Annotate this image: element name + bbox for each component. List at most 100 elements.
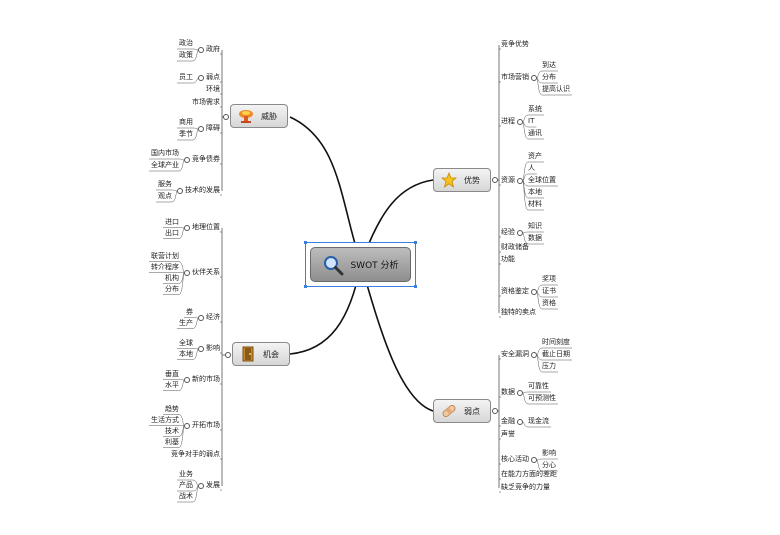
- weaknesses-category[interactable]: 数据: [501, 388, 515, 396]
- weaknesses-category[interactable]: 金融: [501, 417, 515, 425]
- opportunities-leaf[interactable]: 本地: [179, 349, 193, 358]
- opportunities-leaf[interactable]: 出口: [165, 228, 179, 237]
- strengths-leaf[interactable]: 资格: [542, 299, 556, 307]
- opportunities-leaf[interactable]: 进口: [165, 217, 179, 226]
- opportunities-leaf[interactable]: 技术: [165, 426, 179, 435]
- opportunities-category[interactable]: 新的市场: [192, 375, 220, 383]
- threats-leaf[interactable]: 观点: [158, 192, 172, 200]
- opportunities-leaf[interactable]: 生活方式: [151, 415, 179, 424]
- weaknesses-category-toggle[interactable]: [517, 390, 523, 396]
- weaknesses-category[interactable]: 安全漏洞: [501, 350, 529, 358]
- opportunities-leaf[interactable]: 券: [186, 307, 193, 316]
- opportunities-category[interactable]: 竞争对手的弱点: [171, 450, 220, 458]
- strengths-category[interactable]: 资格鉴定: [501, 287, 529, 295]
- opportunities-category-toggle[interactable]: [198, 483, 204, 489]
- strengths-category-toggle[interactable]: [517, 178, 523, 184]
- opportunities-category-toggle[interactable]: [198, 315, 204, 321]
- branch-weaknesses[interactable]: 弱点: [433, 399, 491, 423]
- opportunities-leaf[interactable]: 分布: [165, 284, 179, 293]
- weaknesses-leaf[interactable]: 时间刻度: [542, 338, 570, 346]
- strengths-leaf[interactable]: 到达: [542, 61, 556, 69]
- threats-category[interactable]: 政府: [206, 45, 220, 53]
- weaknesses-leaf[interactable]: 截止日期: [542, 350, 570, 358]
- weaknesses-leaf[interactable]: 可靠性: [528, 382, 549, 390]
- opportunities-leaf[interactable]: 全球: [179, 338, 193, 347]
- weaknesses-category-toggle[interactable]: [531, 457, 537, 463]
- branch-strengths[interactable]: 优势: [433, 168, 491, 192]
- opportunities-category-toggle[interactable]: [198, 346, 204, 352]
- opportunities-category[interactable]: 经济: [206, 313, 220, 321]
- threats-category-toggle[interactable]: [198, 126, 204, 132]
- weaknesses-category[interactable]: 声誉: [501, 430, 515, 438]
- threats-leaf[interactable]: 服务: [158, 180, 172, 188]
- strengths-leaf[interactable]: 人: [528, 164, 535, 172]
- strengths-leaf[interactable]: 奖项: [542, 275, 556, 283]
- threats-category[interactable]: 技术的发展: [185, 186, 220, 194]
- opportunities-leaf[interactable]: 趋势: [165, 404, 179, 413]
- central-topic-box[interactable]: SWOT 分析: [310, 247, 411, 282]
- threats-category-toggle[interactable]: [177, 188, 183, 194]
- central-topic[interactable]: SWOT 分析: [304, 241, 417, 288]
- selection-handle[interactable]: [304, 241, 307, 244]
- opportunities-leaf[interactable]: 产品: [179, 481, 193, 489]
- threats-leaf[interactable]: 全球产业: [151, 161, 179, 169]
- opportunities-leaf[interactable]: 转介程序: [151, 262, 179, 271]
- strengths-leaf[interactable]: IT: [528, 117, 535, 125]
- opportunities-category[interactable]: 开拓市场: [192, 421, 220, 429]
- strengths-category[interactable]: 市场营销: [501, 73, 529, 81]
- selection-handle[interactable]: [304, 285, 307, 288]
- threats-category[interactable]: 市场需求: [192, 98, 220, 106]
- selection-handle[interactable]: [414, 285, 417, 288]
- opportunities-category-toggle[interactable]: [184, 377, 190, 383]
- threats-category-toggle[interactable]: [198, 47, 204, 53]
- strengths-category-toggle[interactable]: [517, 119, 523, 125]
- threats-leaf[interactable]: 政治: [179, 39, 193, 47]
- branch-opportunities-toggle[interactable]: [225, 352, 231, 358]
- weaknesses-category[interactable]: 在能力方面的差距: [501, 470, 557, 478]
- branch-strengths-toggle[interactable]: [492, 177, 498, 183]
- strengths-category[interactable]: 财政储备: [501, 243, 529, 251]
- threats-category[interactable]: 竞争债券: [192, 155, 220, 163]
- threats-leaf[interactable]: 政策: [179, 51, 193, 59]
- strengths-leaf[interactable]: 材料: [528, 200, 542, 208]
- branch-threats-toggle[interactable]: [223, 114, 229, 120]
- opportunities-leaf[interactable]: 生产: [179, 318, 193, 327]
- opportunities-category-toggle[interactable]: [184, 423, 190, 429]
- branch-threats[interactable]: 威胁: [230, 104, 288, 128]
- threats-category-toggle[interactable]: [184, 157, 190, 163]
- weaknesses-category[interactable]: 核心活动: [501, 455, 529, 463]
- opportunities-leaf[interactable]: 垂直: [165, 369, 179, 378]
- selection-handle[interactable]: [414, 241, 417, 244]
- threats-leaf[interactable]: 季节: [179, 130, 193, 138]
- opportunities-leaf[interactable]: 利基: [165, 437, 179, 446]
- strengths-category-toggle[interactable]: [531, 75, 537, 81]
- strengths-category[interactable]: 进程: [501, 117, 515, 125]
- weaknesses-leaf[interactable]: 压力: [542, 362, 556, 370]
- weaknesses-leaf[interactable]: 影响: [542, 449, 556, 457]
- weaknesses-category-toggle[interactable]: [531, 352, 537, 358]
- strengths-leaf[interactable]: 系统: [528, 105, 542, 113]
- opportunities-leaf[interactable]: 联营计划: [151, 251, 179, 260]
- strengths-leaf[interactable]: 证书: [542, 287, 556, 295]
- weaknesses-leaf[interactable]: 现金流: [528, 417, 549, 425]
- opportunities-leaf[interactable]: 水平: [165, 380, 179, 389]
- strengths-leaf[interactable]: 分布: [542, 73, 556, 81]
- threats-leaf[interactable]: 国内市场: [151, 149, 179, 157]
- opportunities-category[interactable]: 影响: [206, 344, 220, 352]
- opportunities-category[interactable]: 伙伴关系: [192, 268, 220, 276]
- opportunities-category-toggle[interactable]: [184, 225, 190, 231]
- threats-category-toggle[interactable]: [198, 75, 204, 81]
- opportunities-category[interactable]: 发展: [206, 481, 220, 489]
- weaknesses-category-toggle[interactable]: [517, 419, 523, 425]
- strengths-leaf[interactable]: 资产: [528, 152, 542, 160]
- opportunities-leaf[interactable]: 战术: [179, 492, 193, 500]
- strengths-leaf[interactable]: 数据: [528, 234, 542, 242]
- strengths-category[interactable]: 独特的卖点: [501, 308, 536, 316]
- strengths-leaf[interactable]: 通讯: [528, 129, 542, 137]
- strengths-category-toggle[interactable]: [517, 230, 523, 236]
- threats-category[interactable]: 环境: [206, 85, 220, 93]
- opportunities-leaf[interactable]: 业务: [179, 470, 193, 478]
- strengths-category[interactable]: 竞争优势: [501, 40, 529, 48]
- strengths-leaf[interactable]: 全球位置: [528, 176, 556, 184]
- opportunities-category-toggle[interactable]: [184, 270, 190, 276]
